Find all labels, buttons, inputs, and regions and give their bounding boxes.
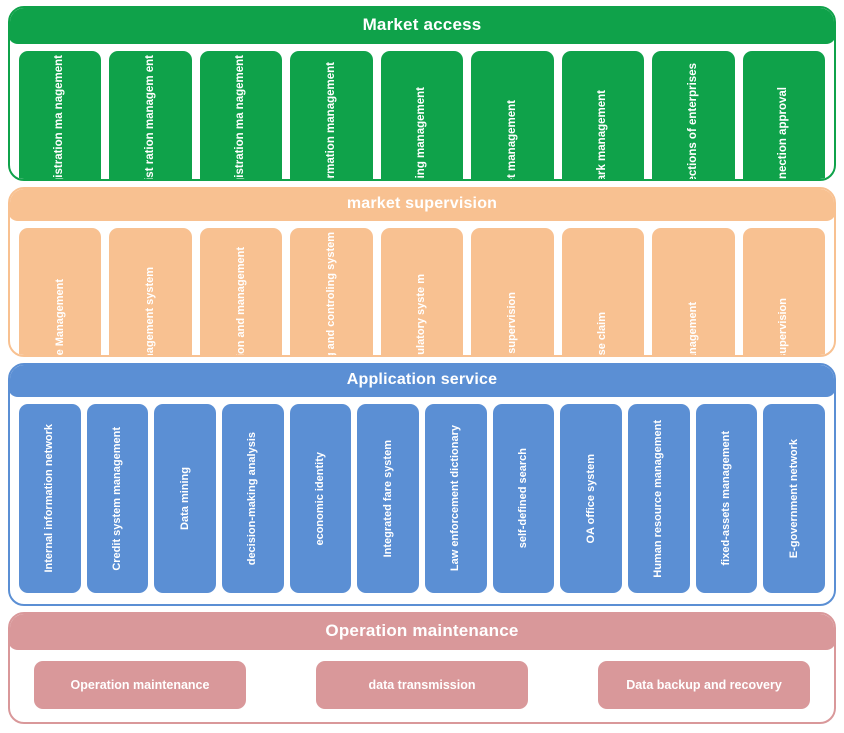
block-operation-maintenance[interactable]: Operation maintenance xyxy=(34,661,246,709)
block-law-enforcement-dictionary[interactable]: Law enforcement dictionary xyxy=(425,404,487,593)
layer-operation-maintenance-header: Operation maintenance xyxy=(10,614,834,650)
block-label: Economic Case Management xyxy=(53,279,66,357)
block-classified-supervision[interactable]: classified supervision xyxy=(742,228,825,357)
block-archival-information-management[interactable]: Archival information management xyxy=(290,51,373,181)
block-human-resource-management[interactable]: Human resource management xyxy=(628,404,690,593)
layer-market-supervision-items: Economic Case Management Public class ma… xyxy=(10,221,834,357)
block-interconnection-approval[interactable]: Interconnection approval xyxy=(742,51,825,181)
block-market-management[interactable]: Market management xyxy=(471,51,554,181)
block-label: trademark management xyxy=(596,90,609,181)
block-label: Advertising management xyxy=(415,86,428,181)
block-label: fixed-assets management xyxy=(720,431,733,566)
block-label: Food quality monitoring and controling s… xyxy=(325,232,338,357)
block-label: Advertising regulatory syste m xyxy=(415,274,428,357)
block-enterprise-registration-management-2[interactable]: Enterprise registration ma nagement xyxy=(199,51,283,181)
layer-market-access: Market access Enterprise registration ma… xyxy=(8,6,836,181)
layer-market-access-header: Market access xyxy=(10,8,834,44)
block-label: Credit system management xyxy=(111,426,124,571)
block-fixed-assets-management[interactable]: fixed-assets management xyxy=(695,404,758,593)
block-label: Integrated fare system xyxy=(381,439,394,558)
block-decision-making-analysis[interactable]: decision-making analysis xyxy=(222,404,284,593)
block-label: Human resource management xyxy=(652,419,665,578)
block-credit-system-management[interactable]: Credit system management xyxy=(86,404,149,593)
block-label: Enterprise registration ma nagement xyxy=(234,55,247,181)
block-advertising-management[interactable]: Advertising management xyxy=(380,51,464,181)
block-label: Internal information network xyxy=(43,424,56,573)
layer-market-access-items: Enterprise registration ma nagement Indi… xyxy=(10,44,834,181)
block-internal-information-network[interactable]: Internal information network xyxy=(19,404,81,593)
block-label: economic identity xyxy=(314,451,327,546)
block-data-mining[interactable]: Data mining xyxy=(154,404,217,593)
block-e-government-network[interactable]: E-government network xyxy=(763,404,826,593)
block-individual-registration-management[interactable]: Individual regist ration managem ent xyxy=(109,51,192,181)
block-label: Interconnection approval xyxy=(776,86,789,181)
block-label: grass-roots supervision xyxy=(505,292,518,357)
block-food-quality-monitoring-and-controling-system[interactable]: Food quality monitoring and controling s… xyxy=(290,228,373,357)
block-label: Annual inspections of enterprises xyxy=(686,62,699,181)
block-trademark-management[interactable]: trademark management xyxy=(561,51,645,181)
block-label: Individual regist ration managem ent xyxy=(143,55,156,181)
block-label: Market management xyxy=(505,99,518,181)
block-broker-management[interactable]: Broker management xyxy=(652,228,735,357)
block-economic-case-management[interactable]: Economic Case Management xyxy=(19,228,102,357)
block-label: Law enforcement dictionary xyxy=(449,425,462,572)
block-data-backup-and-recovery[interactable]: Data backup and recovery xyxy=(598,661,810,709)
layer-application-service-header: Application service xyxy=(10,365,834,397)
block-enterprise-registration-management-1[interactable]: Enterprise registration ma nagement xyxy=(19,51,102,181)
layer-market-supervision: market supervision Economic Case Managem… xyxy=(8,187,836,357)
block-label: decision-making analysis xyxy=(246,431,259,566)
block-annual-inspections-of-enterprises[interactable]: Annual inspections of enterprises xyxy=(652,51,735,181)
layer-application-service: Application service Internal information… xyxy=(8,363,836,606)
block-integrated-fare-system[interactable]: Integrated fare system xyxy=(357,404,420,593)
block-label: E-government network xyxy=(787,438,800,559)
layer-application-service-items: Internal information network Credit syst… xyxy=(10,397,834,604)
block-label: Public class management system xyxy=(144,267,157,357)
block-label: Archival information management xyxy=(324,62,337,181)
block-label: OA office system xyxy=(584,453,597,544)
block-self-defined-search[interactable]: self-defined search xyxy=(492,404,555,593)
block-advertising-regulatory-system[interactable]: Advertising regulatory syste m xyxy=(380,228,464,357)
block-label: self-defined search xyxy=(517,448,530,549)
layer-operation-maintenance-items: Operation maintenance data transmission … xyxy=(10,650,834,722)
block-label: Data mining xyxy=(178,467,191,530)
block-label: Enterprise claim xyxy=(596,312,609,357)
block-label: Broker management xyxy=(686,301,699,357)
block-data-transmission[interactable]: data transmission xyxy=(316,661,528,709)
block-label: Enterprise registration ma nagement xyxy=(53,55,66,181)
block-label: classified supervision xyxy=(777,297,790,357)
block-public-class-management-system[interactable]: Public class management system xyxy=(109,228,192,357)
block-food-safety-supervision-and-management[interactable]: food safety supervision and management xyxy=(199,228,283,357)
block-grass-roots-supervision[interactable]: grass-roots supervision xyxy=(471,228,554,357)
block-oa-office-system[interactable]: OA office system xyxy=(560,404,623,593)
block-economic-identity[interactable]: economic identity xyxy=(289,404,352,593)
block-label: food safety supervision and management xyxy=(234,246,247,357)
layer-market-supervision-header: market supervision xyxy=(10,189,834,221)
layer-operation-maintenance: Operation maintenance Operation maintena… xyxy=(8,612,836,724)
block-enterprise-claim[interactable]: Enterprise claim xyxy=(561,228,645,357)
